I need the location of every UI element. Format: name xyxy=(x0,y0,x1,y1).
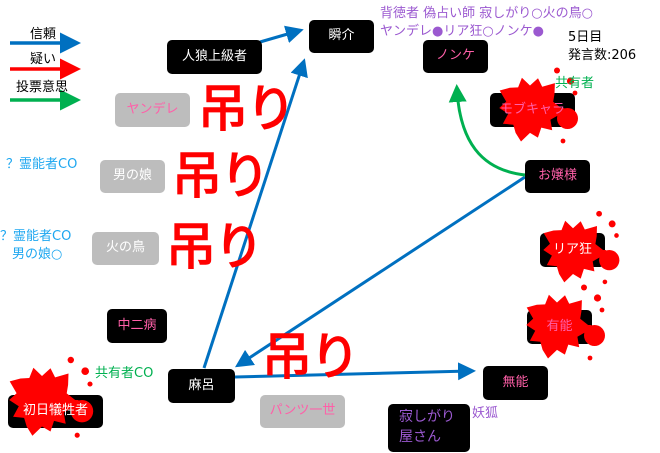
arrow-ojousama-to-nonke xyxy=(448,84,526,177)
legend-vote-label: 投票意思 xyxy=(16,80,69,95)
hanged-mark-pantsu: 吊り xyxy=(262,328,360,386)
message-count: 発言数:206 xyxy=(568,48,637,63)
hanged-mark-yandere: 吊り xyxy=(198,80,296,138)
node-label: 火の鳥 xyxy=(105,240,145,256)
node-label: 麻呂 xyxy=(188,377,215,393)
node-chunibyo[interactable]: 中二病 xyxy=(107,309,167,343)
node-label: モブキャラ xyxy=(499,101,565,117)
annotation-reino-1: ？霊能者CO xyxy=(6,157,78,172)
node-maro[interactable]: 麻呂 xyxy=(168,369,235,403)
blood-splat-icon xyxy=(9,356,94,438)
day-label: 5日目 xyxy=(568,30,603,45)
hanged-mark-otokonoko: 吊り xyxy=(172,147,270,205)
blood-splat-icon xyxy=(526,284,605,361)
node-label: 無能 xyxy=(502,374,529,390)
annotation-kyoyu-co: 共有者CO xyxy=(95,366,154,381)
node-shunsuke[interactable]: 瞬介 xyxy=(309,20,374,53)
arrow-jinro-to-shunsuke xyxy=(259,25,304,44)
node-yandere[interactable]: ヤンデレ xyxy=(115,93,190,127)
blood-splat-icon xyxy=(499,67,578,144)
node-muno[interactable]: 無能 xyxy=(483,366,548,400)
node-label: お嬢様 xyxy=(537,168,577,184)
node-label: 瞬介 xyxy=(328,28,355,44)
annotation-kyoyu: 共有者 xyxy=(555,76,595,91)
node-label: 寂しがり屋さん xyxy=(399,409,455,445)
arrow-maro-to-shunsuke xyxy=(202,58,308,369)
node-otokonoko[interactable]: 男の娘 xyxy=(100,160,165,193)
node-label: ヤンデレ xyxy=(126,101,179,117)
node-nonke[interactable]: ノンケ xyxy=(423,40,488,73)
annotation-yoko: 妖狐 xyxy=(472,406,499,421)
annotation-otokonoko-white: 男の娘○ xyxy=(12,247,63,262)
arrow-ojousama-to-maro xyxy=(234,175,526,368)
node-label: パンツ一世 xyxy=(269,403,336,419)
arrow-maro-to-muno xyxy=(234,362,476,381)
blood-splat-icon xyxy=(543,210,620,285)
node-label: 初日犠牲者 xyxy=(22,403,88,419)
roles-summary-line1: 背徳者 偽占い師 寂しがり○火の鳥○ xyxy=(380,6,593,21)
hanged-mark-hinotori: 吊り xyxy=(166,218,264,276)
node-label: リア狂 xyxy=(552,241,592,257)
node-label: 有能 xyxy=(546,318,573,334)
node-label: ノンケ xyxy=(435,48,475,64)
legend-suspect-label: 疑い xyxy=(30,52,57,67)
node-hinotori[interactable]: 火の鳥 xyxy=(92,232,159,265)
node-jinro-jokyu[interactable]: 人狼上級者 xyxy=(167,40,262,74)
node-label: 人狼上級者 xyxy=(181,48,247,64)
node-pantsu[interactable]: パンツ一世 xyxy=(260,395,345,428)
node-label: 中二病 xyxy=(117,317,157,333)
node-sabishigari[interactable]: 寂しがり屋さん xyxy=(388,404,470,452)
roles-summary-line2: ヤンデレ●リア狂○ノンケ● xyxy=(380,24,545,39)
legend-trust-label: 信頼 xyxy=(30,27,57,42)
annotation-reino-2: ？霊能者CO xyxy=(0,229,72,244)
node-ojousama[interactable]: お嬢様 xyxy=(525,160,590,193)
node-label: 男の娘 xyxy=(112,168,152,184)
